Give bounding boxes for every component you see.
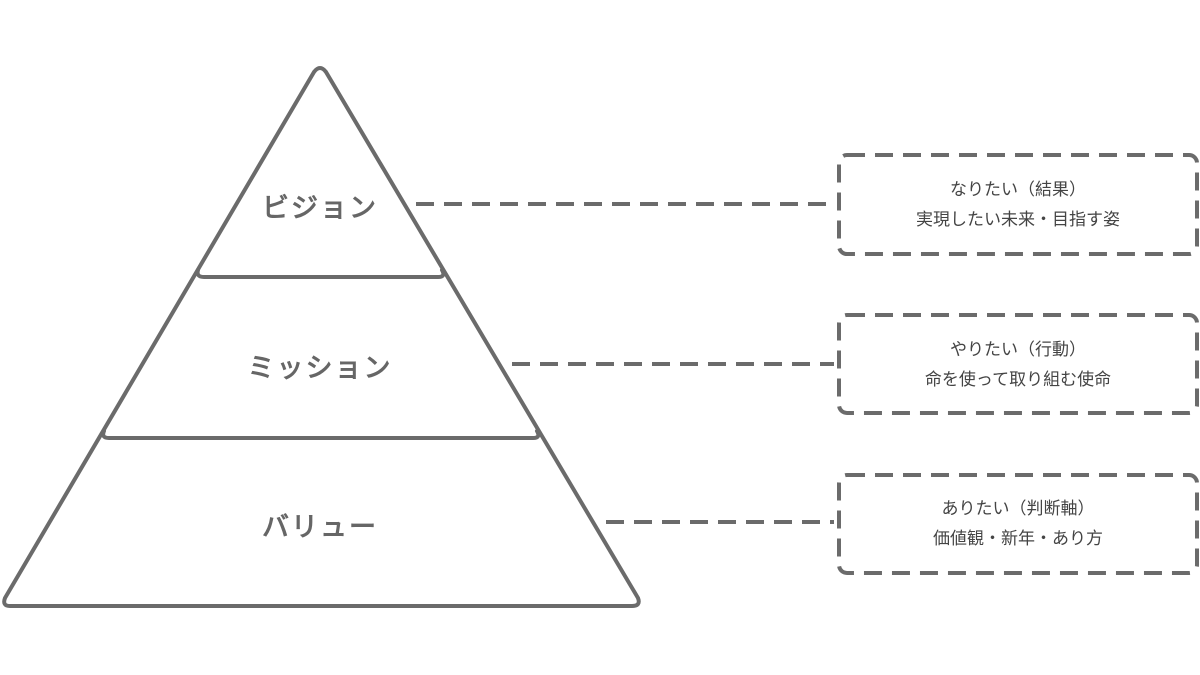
box-value-title: ありたい（判断軸） [941, 499, 1095, 519]
box-vision-title: なりたい（結果） [950, 180, 1086, 200]
divider-vision-mission [195, 268, 446, 279]
level-mission-label: ミッション [247, 353, 393, 384]
box-value-desc: 価値観・新年・あり方 [933, 529, 1103, 549]
level-value-label: バリュー [262, 512, 378, 543]
box-mission: やりたい（行動） 命を使って取り組む使命 [838, 316, 1198, 414]
box-mission-border [837, 313, 1199, 415]
box-mission-desc: 命を使って取り組む使命 [924, 370, 1112, 390]
divider-mission-value [101, 429, 541, 440]
pyramid-outline [2, 66, 641, 608]
level-vision-label: ビジョン [262, 193, 378, 224]
box-vision-desc: 実現したい未来・目指す姿 [916, 210, 1120, 230]
box-vision-border [837, 153, 1199, 256]
box-value: ありたい（判断軸） 価値観・新年・あり方 [838, 475, 1198, 573]
box-vision: なりたい（結果） 実現したい未来・目指す姿 [838, 156, 1198, 254]
box-mission-title: やりたい（行動） [950, 340, 1086, 360]
box-value-border [837, 473, 1199, 575]
